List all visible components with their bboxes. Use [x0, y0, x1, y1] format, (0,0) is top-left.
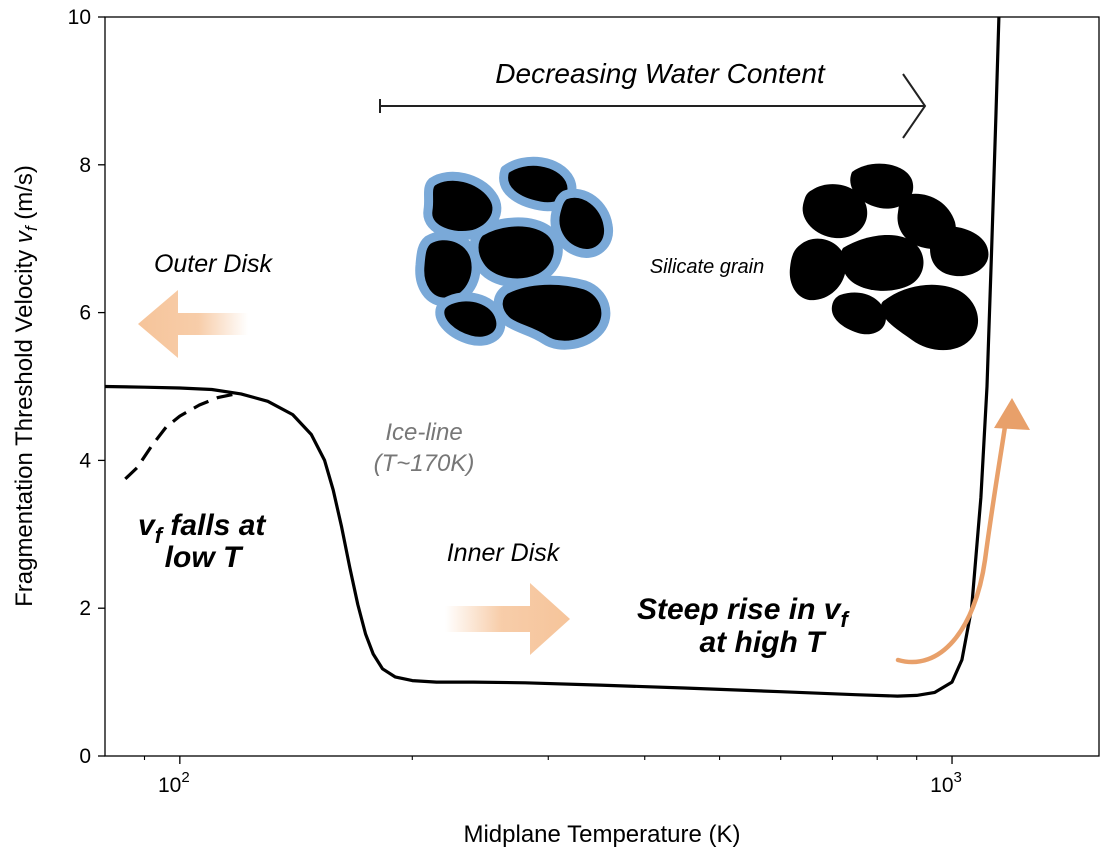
- x-axis-label: Midplane Temperature (K): [463, 821, 740, 848]
- x-tick-label: 102: [158, 769, 190, 797]
- falls-label-line2: low T: [165, 541, 244, 574]
- series-layer: [104, 16, 1001, 698]
- x-axis: 102 103: [143, 756, 962, 797]
- solid-series-line: [104, 16, 1001, 698]
- steep-rise-arrow: [895, 417, 1009, 665]
- y-tick-label: 4: [79, 449, 91, 472]
- inner-disk-arrow: [445, 583, 570, 655]
- y-tick-label: 0: [79, 745, 91, 768]
- dashed-series-line: [124, 392, 236, 481]
- y-axis-label: Fragmentation Threshold Velocity vf (m/s…: [11, 165, 41, 607]
- y-tick-label: 6: [79, 302, 91, 325]
- y-tick-label: 10: [68, 6, 91, 29]
- dry-grain-aggregate-icon: [789, 163, 989, 351]
- water-content-arrow: [379, 73, 927, 139]
- wet-grain-aggregate-icon: [415, 156, 614, 350]
- steep-label-line1: Steep rise in vf: [637, 593, 850, 632]
- outer-disk-arrow: [138, 290, 248, 358]
- steep-label-line2: at high T: [700, 626, 828, 659]
- y-tick-label: 2: [79, 597, 91, 620]
- y-tick-label: 8: [79, 154, 91, 177]
- water-content-label: Decreasing Water Content: [495, 58, 826, 89]
- ice-line-temp: (T~170K): [374, 450, 475, 477]
- falls-label-line1: vf falls at: [138, 509, 267, 548]
- silicate-grain-label: Silicate grain: [650, 256, 765, 278]
- y-axis: 0 2 4 6 8 10: [68, 6, 105, 768]
- inner-disk-label: Inner Disk: [447, 539, 561, 567]
- ice-line-label: Ice-line: [385, 419, 462, 446]
- steep-rise-arrowhead: [994, 398, 1030, 430]
- x-tick-label: 103: [930, 769, 962, 797]
- outer-disk-label: Outer Disk: [154, 250, 274, 278]
